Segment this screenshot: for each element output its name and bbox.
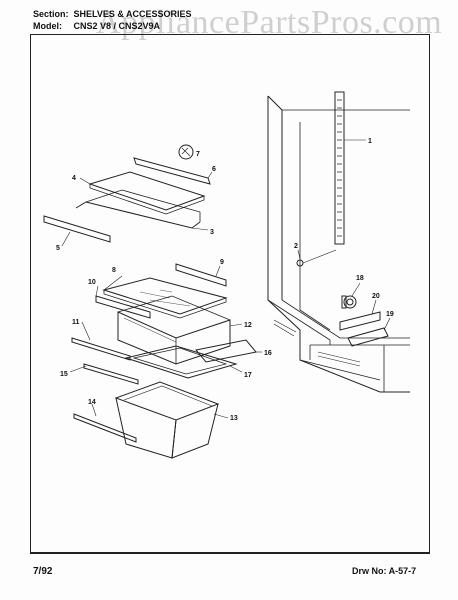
part-11-slide-rail [71,321,131,361]
callout-2: 2 [294,243,298,250]
part-17-tray-frame [124,345,243,379]
callout-17: 17 [244,372,252,379]
part-5-shelf-trim-front [43,215,111,247]
part-3-shelf-frame [75,189,209,231]
model-value: CNS2 V8 / CNS2V9A [73,21,161,31]
part-16-tray [195,339,262,363]
callout-labels: 1 2 3 4 5 6 7 8 9 10 11 12 13 14 15 16 1… [56,138,394,422]
part-8-glass-cover [102,275,228,319]
part-2-screw [296,249,337,267]
drawing-number: Drw No: A-57-7 [352,566,417,576]
part-20-bracket [339,299,381,331]
section-row: Section: SHELVES & ACCESSORIES [33,8,192,20]
part-6-shelf-trim [133,157,213,185]
callout-7: 7 [196,151,200,158]
part-13-pan-drawer [114,381,229,459]
callout-3: 3 [210,229,214,236]
callout-8: 8 [112,267,116,274]
callout-19: 19 [386,311,394,318]
callout-5: 5 [56,245,60,252]
callout-1: 1 [368,138,372,145]
callout-16: 16 [264,350,272,357]
part-9-cover-trim [175,263,227,287]
callout-9: 9 [220,259,224,266]
part-10-cover-trim-front [95,285,151,319]
callout-12: 12 [244,322,252,329]
callout-20: 20 [372,293,380,300]
part-18-control [341,282,361,309]
diagram-header: Section: SHELVES & ACCESSORIES Model: CN… [33,8,192,32]
callout-14: 14 [88,399,96,406]
footer-divider [30,552,430,553]
callout-10: 10 [88,279,96,286]
cabinet-outline [267,95,410,393]
part-19-cover [347,317,391,347]
part-14-rail [73,403,137,443]
model-label: Model: [33,21,62,31]
callout-4: 4 [72,175,76,182]
part-7-clip [178,144,194,160]
part-1-shelf-ladder [334,91,366,245]
part-15-rail [69,363,139,385]
part-12-crisper-drawer [117,295,243,365]
callout-6: 6 [212,166,216,173]
revision-date: 7/92 [33,566,53,577]
part-4-glass-shelf [79,171,206,215]
callout-18: 18 [356,275,364,282]
diagram-frame [30,34,430,554]
model-row: Model: CNS2 V8 / CNS2V9A [33,20,192,32]
callout-11: 11 [72,319,80,326]
callout-13: 13 [230,415,238,422]
section-value: SHELVES & ACCESSORIES [73,9,192,19]
callout-15: 15 [60,371,68,378]
section-label: Section: [33,9,69,19]
